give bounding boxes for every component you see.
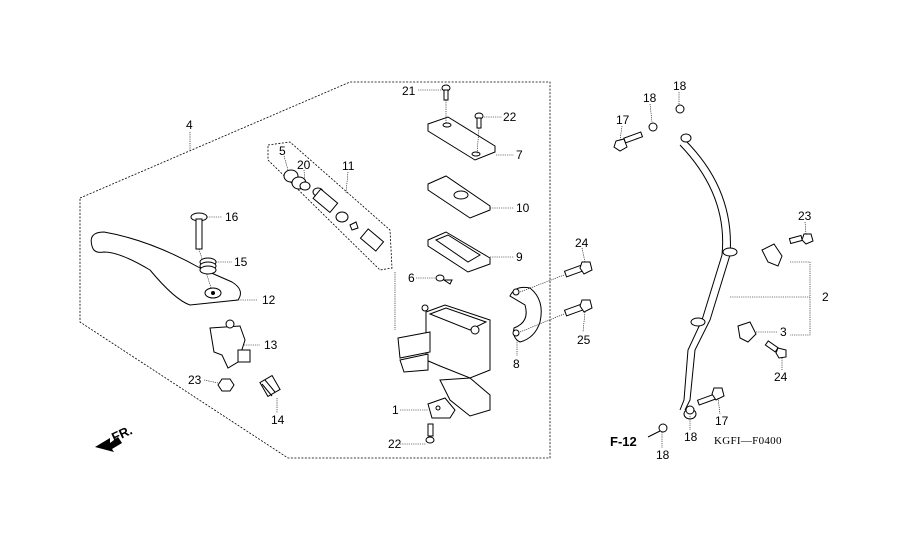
washer-upper-1: [648, 122, 658, 132]
callout-21: 22: [388, 437, 402, 451]
stop-switch: [427, 397, 456, 419]
callout-18-d: 18: [656, 448, 670, 462]
switch-screw: [425, 423, 435, 444]
callout-17-b: 17: [715, 414, 729, 428]
callout-6: 6: [408, 271, 415, 285]
holder-bolt-lower: [519, 299, 593, 333]
callout-12: 12: [262, 293, 276, 307]
callout-18-b: 18: [673, 79, 687, 93]
brake-hose: [679, 133, 738, 420]
holder-bolt-upper: [519, 261, 593, 293]
washer-upper-2: [675, 104, 685, 114]
lever-spring: [199, 257, 217, 275]
hose-clamp-upper: [761, 243, 783, 267]
callout-22: 23: [188, 373, 202, 387]
master-cylinder-body: [397, 304, 491, 417]
callout-4: 4: [186, 118, 193, 132]
reference-label: F-12: [610, 434, 637, 449]
piston: [312, 187, 349, 223]
clamp-bolt-lower: [764, 340, 787, 359]
callout-10: 10: [516, 201, 530, 215]
callout-17-a: 17: [616, 113, 630, 127]
callout-16: 16: [225, 210, 239, 224]
reservoir-screw: [435, 274, 453, 285]
front-direction-arrow: [95, 437, 122, 452]
leader-lines: [189, 89, 807, 448]
diagram-code: KGFI—F0400: [714, 435, 782, 447]
callout-2: 2: [822, 290, 829, 304]
assembly-boundary: [79, 81, 551, 459]
reservoir-cap: [427, 116, 496, 161]
holder: [509, 286, 542, 343]
diaphragm: [427, 231, 491, 273]
callout-15: 15: [234, 255, 248, 269]
callout-14: 14: [271, 413, 285, 427]
front-direction-label: FR.: [109, 422, 134, 444]
piston-set-boundary: [267, 141, 393, 271]
return-spring: [259, 374, 281, 398]
callout-3: 3: [780, 325, 787, 339]
callout-23-b: 24: [774, 370, 788, 384]
brake-lever: [90, 231, 241, 306]
nut: [217, 378, 235, 392]
piston-spring: [359, 228, 385, 252]
circlip: [299, 181, 311, 191]
hose-clamp-lower: [737, 321, 757, 343]
lever-bracket: [209, 319, 251, 369]
cap-screw-1: [441, 84, 451, 124]
callout-13: 13: [264, 338, 278, 352]
clamp-bolt-upper: [788, 233, 814, 245]
callout-5: 5: [279, 144, 286, 158]
callout-20-a: 21: [402, 84, 416, 98]
callout-23-a: 23: [798, 209, 812, 223]
callout-19: 20: [297, 158, 311, 172]
washer-lower-2: [658, 423, 668, 433]
f12-arrow: [647, 430, 661, 438]
callout-7: 7: [516, 148, 523, 162]
callout-8: 8: [513, 357, 520, 371]
cap-screw-2: [474, 112, 484, 155]
callout-20-b: 22: [503, 110, 517, 124]
callout-18-a: 18: [643, 91, 657, 105]
callout-24-b: 25: [577, 333, 591, 347]
hose-group-bracket: [790, 261, 811, 336]
diaphragm-plate: [427, 175, 491, 219]
oil-bolt-lower: [696, 387, 725, 406]
callout-11: 11: [342, 159, 355, 173]
callout-18-c: 18: [684, 430, 698, 444]
callout-9: 9: [516, 250, 523, 264]
oil-bolt-upper: [613, 131, 644, 152]
washer-lower-1: [685, 405, 695, 415]
callout-24-a: 24: [575, 236, 589, 250]
piston-clip: [349, 221, 359, 231]
callout-1: 1: [392, 403, 399, 417]
